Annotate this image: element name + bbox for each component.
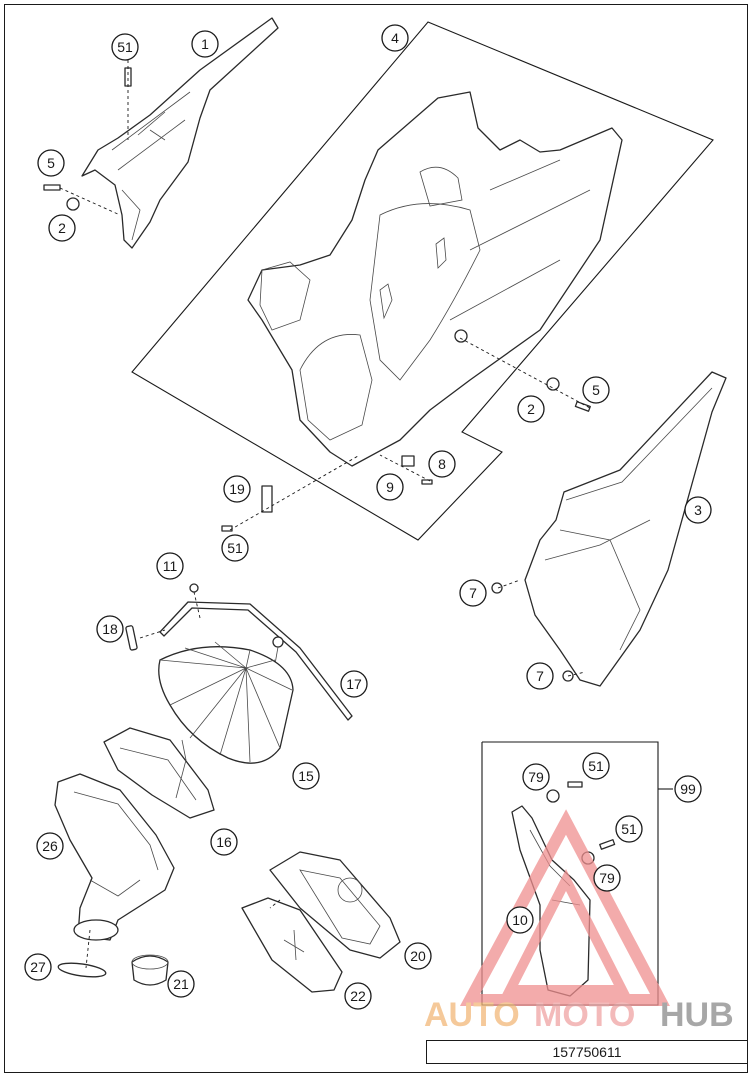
callout-99: 99 [674, 775, 702, 803]
watermark-brand-part1: AUTO [424, 996, 520, 1034]
document-number: 157750611 [426, 1040, 748, 1064]
svg-text:5: 5 [592, 382, 600, 398]
svg-text:4: 4 [391, 30, 399, 46]
svg-text:15: 15 [298, 768, 314, 784]
callout-15: 15 [292, 762, 320, 790]
part-3-side-panel [524, 371, 727, 687]
callout-51: 51 [221, 534, 249, 562]
svg-text:21: 21 [173, 976, 189, 992]
svg-text:5: 5 [47, 155, 55, 171]
svg-text:10: 10 [512, 912, 528, 928]
callout-51: 51 [582, 752, 610, 780]
svg-text:18: 18 [102, 621, 118, 637]
callout-7: 7 [526, 662, 554, 690]
svg-text:51: 51 [227, 540, 243, 556]
callout-79: 79 [593, 864, 621, 892]
svg-text:2: 2 [58, 220, 66, 236]
svg-text:9: 9 [386, 479, 394, 495]
callout-18: 18 [96, 615, 124, 643]
svg-text:79: 79 [528, 769, 544, 785]
callout-1: 1 [191, 30, 219, 58]
callout-21: 21 [167, 970, 195, 998]
callout-51: 51 [111, 33, 139, 61]
callout-5: 5 [37, 149, 65, 177]
svg-text:19: 19 [229, 481, 245, 497]
callout-7: 7 [459, 579, 487, 607]
svg-text:17: 17 [346, 676, 362, 692]
callout-20: 20 [404, 942, 432, 970]
callout-9: 9 [376, 473, 404, 501]
part-4-air-box [247, 91, 623, 467]
svg-text:8: 8 [438, 456, 446, 472]
callout-16: 16 [210, 828, 238, 856]
part-21-sleeve [131, 954, 169, 986]
fasteners [43, 67, 616, 865]
part-15-filter-cage [158, 641, 294, 764]
callout-8: 8 [428, 450, 456, 478]
callout-22: 22 [344, 982, 372, 1010]
svg-text:22: 22 [350, 988, 366, 1004]
svg-text:26: 26 [42, 838, 58, 854]
svg-text:1: 1 [201, 36, 209, 52]
part-17-filter-holder [159, 601, 353, 721]
svg-text:51: 51 [621, 821, 637, 837]
callout-10: 10 [506, 906, 534, 934]
part-20-filter-frame [269, 851, 401, 959]
assembly-4-frame [131, 21, 714, 541]
callout-19: 19 [223, 475, 251, 503]
leader-lines [59, 60, 591, 969]
part-18-pin [125, 625, 138, 651]
svg-text:2: 2 [527, 401, 535, 417]
part-27-clamp [57, 962, 107, 978]
callout-26: 26 [36, 832, 64, 860]
callout-2: 2 [517, 395, 545, 423]
part-16-filter-support [103, 727, 215, 819]
svg-text:27: 27 [30, 959, 46, 975]
watermark-brand-part2: MOTO [534, 996, 635, 1034]
svg-text:51: 51 [588, 758, 604, 774]
svg-text:51: 51 [117, 39, 133, 55]
svg-text:16: 16 [216, 834, 232, 850]
callout-51: 51 [615, 815, 643, 843]
callout-3: 3 [684, 496, 712, 524]
watermark-brand-part3: HUB [660, 996, 734, 1034]
callout-11: 11 [156, 552, 184, 580]
svg-text:20: 20 [410, 948, 426, 964]
svg-text:99: 99 [680, 781, 696, 797]
callout-79: 79 [522, 763, 550, 791]
callout-27: 27 [24, 953, 52, 981]
svg-text:11: 11 [163, 558, 178, 574]
svg-text:3: 3 [694, 502, 702, 518]
svg-text:7: 7 [536, 668, 544, 684]
svg-text:79: 79 [599, 870, 615, 886]
callout-4: 4 [381, 24, 409, 52]
part-1-side-panel [81, 17, 279, 249]
callout-5: 5 [582, 376, 610, 404]
part-22-filter-element [241, 897, 343, 993]
callout-17: 17 [340, 670, 368, 698]
callout-2: 2 [48, 214, 76, 242]
callouts: 1 51 5 2 4 5 2 8 9 19 51 3 7 7 11 18 17 … [24, 24, 712, 1010]
part-26-intake-boot [54, 773, 175, 941]
svg-text:7: 7 [469, 585, 477, 601]
